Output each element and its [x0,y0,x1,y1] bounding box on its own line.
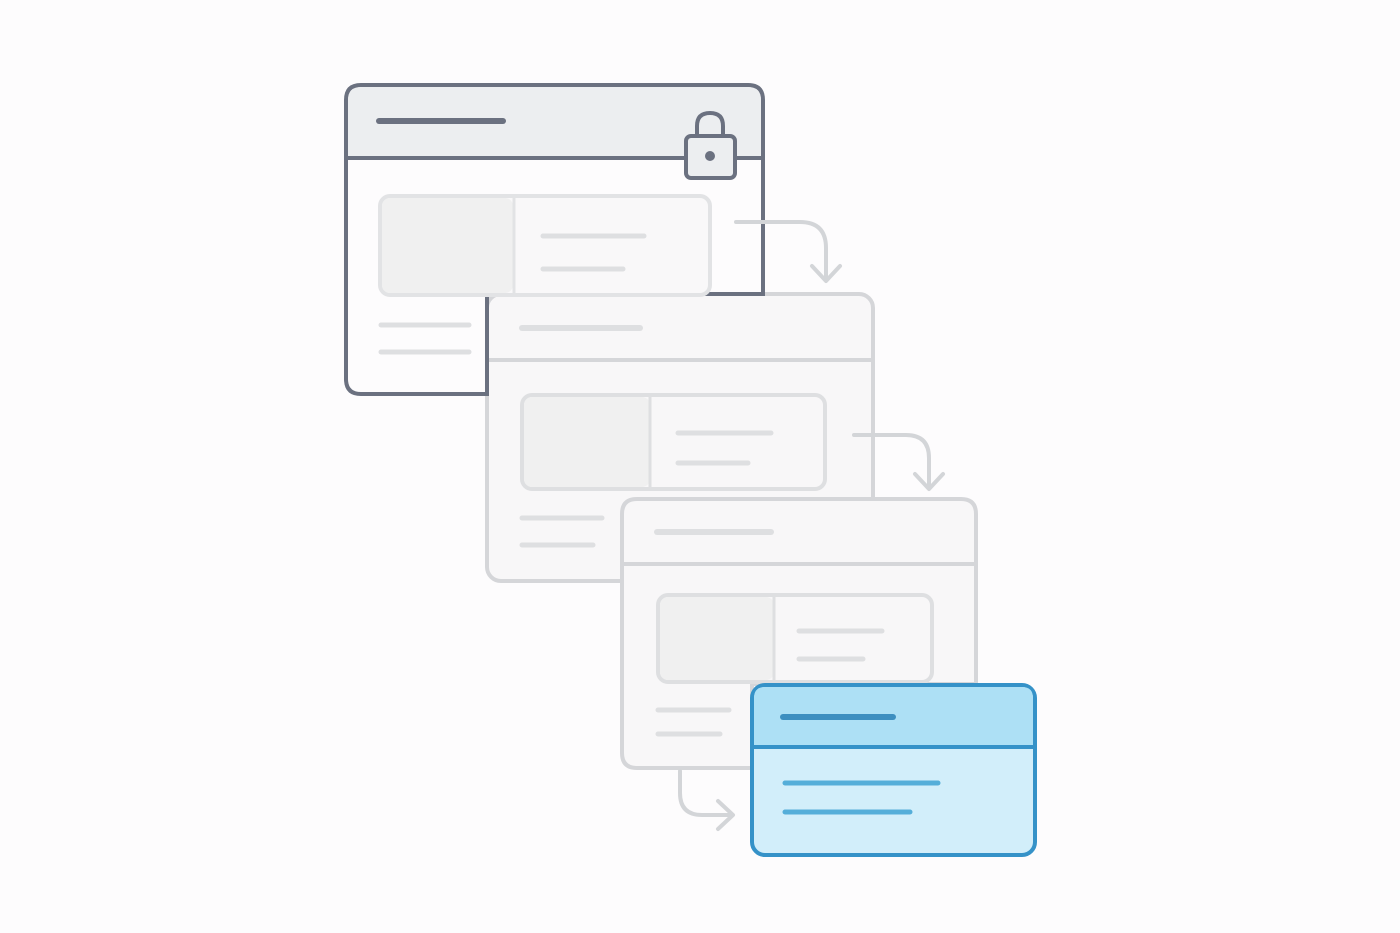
ghost-window-1 [485,292,875,583]
active-window [750,683,1037,857]
locked-window-header [348,87,761,157]
curved-arrow-right-icon [678,769,734,817]
locked-window-thumbnail [382,198,513,293]
connector-arrow-1 [734,220,842,283]
arrow-head [913,472,945,491]
ghost-window-2 [620,497,978,770]
ghost-window-1-thumbnail [524,397,650,487]
curved-arrow-down-icon [734,220,828,282]
ghost-window-2-thumbnail [660,597,774,680]
lock-icon [684,110,737,180]
curved-arrow-down-icon [852,433,931,490]
connector-arrow-3 [678,769,735,831]
connector-arrow-2 [852,433,945,491]
locked-window [344,83,765,396]
